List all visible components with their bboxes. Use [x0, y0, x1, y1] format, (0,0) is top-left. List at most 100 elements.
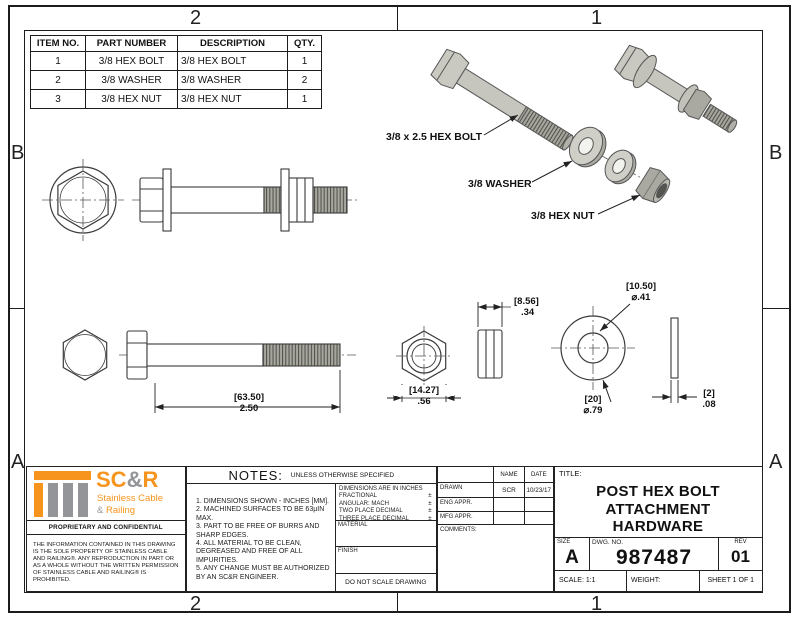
rev-label: REV	[734, 539, 747, 545]
sheet-cell: SHEET 1 OF 1	[699, 571, 762, 591]
zone-top-left: 2	[190, 7, 202, 29]
railing-logo-icon	[34, 471, 91, 517]
zone-left-bottom: A	[11, 451, 25, 473]
note-item-1: 1. DIMENSIONS SHOWN - INCHES [MM].	[196, 498, 330, 505]
bom-cell: 2	[287, 70, 322, 90]
bom-header-part: PART NUMBER	[85, 35, 178, 52]
bom-cell: 3	[30, 89, 86, 109]
tolerance-row: TWO PLACE DECIMAL±	[339, 508, 432, 515]
size-value: A	[565, 547, 579, 568]
bom-cell: 2	[30, 70, 86, 90]
note-item-4: 4. ALL MATERIAL TO BE CLEAN, DEGREASED A…	[196, 540, 303, 564]
zone-tick-right	[763, 308, 791, 309]
bom-cell: 1	[287, 89, 322, 109]
bom-cell: 3/8 HEX NUT	[177, 89, 288, 109]
title-block: TITLE: POST HEX BOLT ATTACHMENT HARDWARE…	[554, 466, 763, 592]
size-cell: SIZE A	[555, 538, 589, 571]
material-box: MATERIAL	[335, 521, 436, 547]
title-line-1: POST HEX BOLT	[596, 483, 720, 500]
bom-header-qty: QTY.	[287, 35, 322, 52]
weight-cell: WEIGHT:	[626, 571, 699, 591]
notes-header: NOTES: UNLESS OTHERWISE SPECIFIED	[187, 467, 436, 484]
approval-row-eng-label: ENG APPR.	[440, 500, 473, 506]
tolerance-row: FRACTIONAL±	[339, 493, 432, 500]
bom-table: ITEM NO. PART NUMBER DESCRIPTION QTY. 1 …	[30, 35, 322, 109]
note-item-2: 2. MACHINED SURFACES TO BE 63µIN MAX.	[196, 506, 325, 522]
approval-row-eng-name	[493, 498, 524, 512]
tolerance-row: ANGULAR: MACH±	[339, 500, 432, 507]
brand-wordmark: SC&R	[96, 469, 158, 491]
bom-cell: 1	[30, 51, 86, 71]
dim-washer-id-mm: [10.50]	[625, 281, 657, 292]
notes-subtitle: UNLESS OTHERWISE SPECIFIED	[290, 471, 395, 479]
dim-washer-th: [2] .08	[696, 388, 722, 410]
exploded-bolt-label: 3/8 x 2.5 HEX BOLT	[386, 131, 483, 143]
title-label: TITLE:	[559, 469, 582, 478]
finish-label: FINISH	[338, 548, 358, 554]
approval-row-mfg-label: MFG APPR.	[440, 514, 473, 520]
dim-bolt-length-in: 2.50	[239, 403, 259, 414]
table-row: 3 3/8 HEX NUT 3/8 HEX NUT 1	[30, 89, 322, 109]
notes-list: 1. DIMENSIONS SHOWN - INCHES [MM]. 2. MA…	[187, 484, 335, 591]
dim-nut-width: [14.27] .56	[394, 385, 454, 407]
bom-header-row: ITEM NO. PART NUMBER DESCRIPTION QTY.	[30, 35, 322, 52]
zone-tick-left	[8, 308, 24, 309]
approval-row-mfg-date	[524, 512, 553, 525]
bom-cell: 3/8 WASHER	[85, 70, 178, 90]
approvals-name-header: NAME	[493, 467, 524, 483]
dim-washer-od: [20] ⌀.79	[575, 394, 611, 416]
brand-amp: &	[126, 467, 143, 492]
tolerance-heading: DIMENSIONS ARE IN INCHES	[339, 486, 423, 492]
brand-sc: SC	[96, 467, 127, 492]
dim-bolt-length-mm: [63.50]	[233, 392, 265, 403]
dim-washer-th-mm: [2]	[703, 388, 715, 399]
dim-washer-id-in: ⌀.41	[631, 292, 651, 303]
dim-nut-height: [8.56] .34	[514, 296, 554, 318]
dim-washer-th-in: .08	[702, 399, 716, 410]
dim-nut-width-mm: [14.27]	[394, 385, 454, 396]
dwg-no-label: DWG. NO.	[592, 539, 624, 546]
table-row: 2 3/8 WASHER 3/8 WASHER 2	[30, 70, 322, 90]
comments-label: COMMENTS:	[440, 527, 477, 533]
inner-border	[24, 30, 763, 593]
bom-header-item: ITEM NO.	[30, 35, 86, 52]
bom-cell: 1	[287, 51, 322, 71]
brand-tagline-1: Stainless Cable	[97, 493, 164, 504]
rev-cell: REV 01	[718, 538, 762, 571]
dim-bolt-length: [63.50] 2.50	[214, 392, 284, 414]
dim-nut-width-in: .56	[417, 396, 431, 407]
exploded-washer-label: 3/8 WASHER	[468, 178, 532, 190]
scale-cell: SCALE: 1:1	[559, 577, 596, 585]
size-label: SIZE	[557, 539, 571, 545]
zone-left-top: B	[11, 142, 25, 164]
zone-bottom-right: 1	[591, 593, 603, 615]
page-title: POST HEX BOLT ATTACHMENT HARDWARE	[555, 483, 761, 536]
table-row: 1 3/8 HEX BOLT 3/8 HEX BOLT 1	[30, 51, 322, 71]
approval-row-drawn-name: SCR	[493, 483, 524, 498]
brand-r: R	[142, 467, 159, 492]
note-item-5: 5. ANY CHANGE MUST BE AUTHORIZED BY AN S…	[196, 565, 330, 581]
notes-title: NOTES:	[228, 467, 283, 483]
notes-block: NOTES: UNLESS OTHERWISE SPECIFIED 1. DIM…	[186, 466, 437, 592]
approval-row-drawn-date: 10/23/17	[524, 483, 553, 498]
bom-cell: 3/8 WASHER	[177, 70, 288, 90]
dim-nut-height-mm: [8.56]	[514, 296, 539, 307]
dim-nut-height-in: .34	[521, 307, 535, 318]
dim-washer-od-in: ⌀.79	[583, 405, 603, 416]
legal-text: THE INFORMATION CONTAINED IN THIS DRAWIN…	[33, 542, 179, 583]
title-area: TITLE: POST HEX BOLT ATTACHMENT HARDWARE	[555, 467, 762, 538]
finish-box: FINISH	[335, 547, 436, 574]
zone-bottom-left: 2	[190, 593, 202, 615]
approval-row-mfg-name	[493, 512, 524, 525]
exploded-nut-label: 3/8 HEX NUT	[531, 210, 595, 222]
zone-right-top: B	[769, 142, 783, 164]
do-not-scale-box: DO NOT SCALE DRAWING	[335, 574, 436, 591]
approval-row-eng-date	[524, 498, 553, 512]
zone-right-bottom: A	[769, 451, 783, 473]
dim-washer-od-mm: [20]	[584, 394, 602, 405]
approvals-date-header: DATE	[524, 467, 553, 483]
brand-tagline-2: & Railing	[97, 505, 136, 516]
bom-cell: 3/8 HEX BOLT	[177, 51, 288, 71]
bom-cell: 3/8 HEX NUT	[85, 89, 178, 109]
